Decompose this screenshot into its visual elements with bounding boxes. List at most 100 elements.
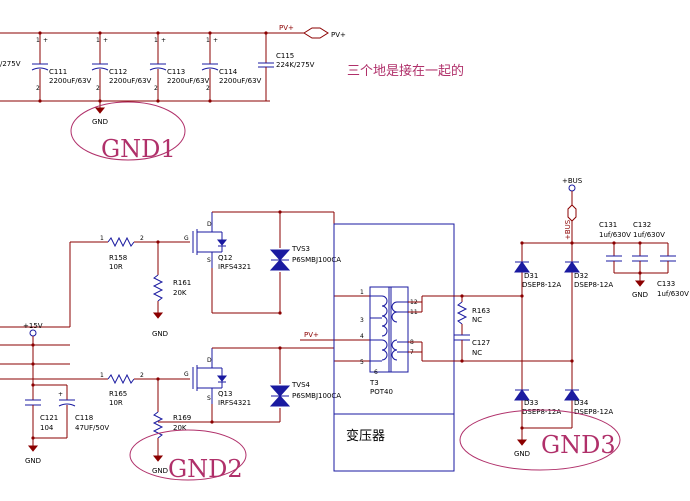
v15-label: +15V	[23, 322, 43, 330]
svg-text:3: 3	[360, 317, 364, 324]
svg-text:6: 6	[374, 369, 378, 376]
svg-text:+: +	[58, 391, 63, 398]
bus-wire-label: +BUS	[564, 219, 572, 240]
capacitor-c115: C115 224K/275V	[258, 31, 315, 101]
d34-ref: D34	[574, 399, 589, 407]
tvs4-ref: TVS4	[291, 381, 311, 389]
r161-value: 20K	[173, 289, 187, 297]
r163-value: NC	[472, 316, 482, 324]
transformer-label: 变压器	[346, 428, 385, 444]
q12-ref: Q12	[218, 254, 232, 262]
d33-value: DSEP8-12A	[522, 408, 561, 416]
c131-value: 1uf/630V	[599, 231, 631, 239]
c127-ref: C127	[472, 339, 490, 347]
resistor-r161: GND R161 20K	[152, 242, 191, 338]
svg-text:2: 2	[96, 85, 100, 92]
d34-value: DSEP8-12A	[574, 408, 613, 416]
svg-text:D: D	[207, 357, 212, 364]
capacitor-c113: 1 + 2 C113 2200uF/63V	[149, 31, 210, 103]
capacitor-c127: C127 NC	[454, 334, 490, 361]
svg-text:2: 2	[140, 372, 144, 379]
c131-ref: C131	[599, 221, 617, 229]
r169-ref: R169	[173, 414, 191, 422]
d33-ref: D33	[524, 399, 538, 407]
transformer-label-box	[333, 413, 455, 472]
svg-text:G: G	[184, 371, 189, 378]
tvs3-value: P6SMBJ100CA	[292, 256, 341, 264]
tvs-diode-tvs4: TVS4 P6SMBJ100CA	[269, 381, 341, 407]
diode-d34: D34 DSEP8-12A	[564, 389, 613, 416]
capacitor-c112: 1 + 2 C112 2200uF/63V	[91, 31, 152, 103]
c112-ref: C112	[109, 68, 127, 76]
svg-text:GND: GND	[514, 450, 530, 458]
r158-value: 10R	[109, 263, 123, 271]
gnd1-circle	[70, 101, 186, 161]
svg-text:1: 1	[154, 37, 158, 44]
supply-15v: +15V	[23, 322, 43, 400]
gnd3-annotation: GND3	[541, 431, 616, 459]
r169-value: 20K	[173, 424, 187, 432]
capacitor-c121: C121 104 GND	[25, 399, 58, 465]
c118-value: 47UF/50V	[75, 424, 109, 432]
ground-symbol-top: GND	[92, 101, 108, 126]
svg-text:GND: GND	[25, 457, 41, 465]
diode-d32: D32 DSEP8-12A	[564, 261, 613, 289]
t3-ref: T3	[369, 379, 379, 387]
push-pull-driver: 1 2 R158 10R GND R161 20K	[0, 210, 370, 483]
output-capacitors: GND C131 1uf/630V C132 1uf/630V C133 1uf…	[599, 221, 689, 299]
capacitor-c111: 1 + 2 C111 2200uF/63V	[31, 31, 92, 103]
c114-ref: C114	[219, 68, 238, 76]
svg-text:GND: GND	[152, 330, 168, 338]
d31-ref: D31	[524, 272, 538, 280]
r165-ref: R165	[109, 390, 127, 398]
q12-value: IRFS4321	[218, 263, 251, 271]
svg-text:S: S	[207, 395, 211, 402]
q13-ref: Q13	[218, 390, 232, 398]
resistor-r163: R163 NC	[456, 296, 490, 335]
diode-d33: D33 DSEP8-12A	[514, 389, 561, 416]
capacitor-c118: + C118 47UF/50V	[31, 383, 109, 440]
tvs3-ref: TVS3	[291, 245, 310, 253]
svg-text:1: 1	[206, 37, 210, 44]
bus-output: +BUS +BUS	[562, 177, 583, 243]
svg-text:2: 2	[206, 85, 210, 92]
q13-value: IRFS4321	[218, 399, 251, 407]
pv-plus-center-tap-label: PV+	[304, 331, 319, 339]
c132-value: 1uf/630V	[633, 231, 665, 239]
c113-ref: C113	[167, 68, 185, 76]
c-left-partial-label: /275V	[0, 60, 21, 68]
c112-value: 2200uF/63V	[109, 77, 152, 85]
svg-text:2: 2	[36, 85, 40, 92]
transformer-t3: 变压器 1 3 4 5 6 12 11 8 7 T3 POT40	[333, 223, 455, 472]
svg-text:1: 1	[100, 235, 104, 242]
pv-plus-port-label: PV+	[331, 31, 346, 39]
svg-text:1: 1	[36, 37, 40, 44]
svg-text:G: G	[184, 235, 189, 242]
bus-plus-label: +BUS	[562, 177, 583, 185]
svg-text:1: 1	[96, 37, 100, 44]
mosfet-q12: G D S Q12 IRFS4321	[184, 212, 251, 271]
c133-ref: C133	[657, 280, 675, 288]
r165-value: 10R	[109, 399, 123, 407]
pv-plus-net-label: PV+	[279, 24, 294, 32]
mosfet-q13: G D S Q13 IRFS4321	[184, 348, 251, 407]
c113-value: 2200uF/63V	[167, 77, 210, 85]
svg-text:2: 2	[154, 85, 158, 92]
r161-ref: R161	[173, 279, 191, 287]
diode-d31: D31 DSEP8-12A	[514, 261, 561, 289]
gnd3-circle	[459, 409, 621, 471]
gnd2-annotation: GND2	[168, 455, 243, 483]
c111-value: 2200uF/63V	[49, 77, 92, 85]
c114-value: 2200uF/63V	[219, 77, 262, 85]
resistor-r158: 1 2 R158 10R	[100, 235, 190, 271]
c127-value: NC	[472, 349, 482, 357]
capacitor-c114: 1 + 2 C114 2200uF/63V	[201, 31, 262, 103]
d31-value: DSEP8-12A	[522, 281, 561, 289]
svg-text:2: 2	[140, 235, 144, 242]
t3-value: POT40	[370, 388, 393, 396]
svg-text:GND: GND	[152, 467, 168, 475]
note-grounds-connected: 三个地是接在一起的	[347, 63, 464, 79]
svg-text:4: 4	[360, 333, 364, 340]
d32-ref: D32	[574, 272, 588, 280]
c132-ref: C132	[633, 221, 651, 229]
